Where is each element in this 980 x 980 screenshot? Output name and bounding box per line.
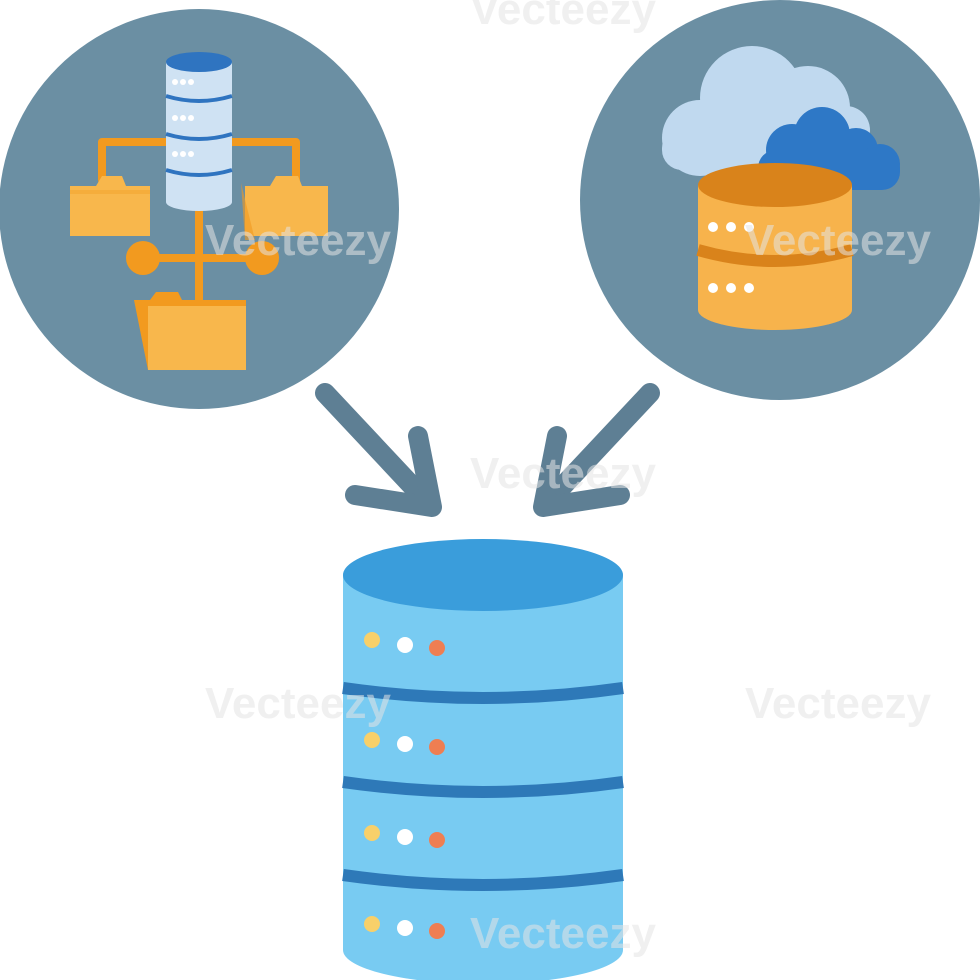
watermark-text: Vecteezy: [745, 679, 931, 728]
watermark-text: Vecteezy: [470, 0, 656, 34]
orange-database-icon: [696, 163, 854, 330]
watermark-text: Vecteezy: [470, 449, 656, 498]
watermark-text: Vecteezy: [470, 909, 656, 958]
arrow-down-left-icon: [533, 383, 660, 517]
watermark-text: Vecteezy: [745, 216, 931, 265]
small-database-icon: [165, 52, 233, 211]
folder-icon: [70, 176, 150, 236]
watermark: Vecteezy Vecteezy Vecteezy Vecteezy Vect…: [205, 0, 931, 958]
folder-icon: [241, 176, 328, 240]
file-hierarchy-database-icon: [0, 9, 399, 409]
watermark-text: Vecteezy: [205, 679, 391, 728]
server-status-leds: [364, 632, 445, 939]
arrow-down-right-icon: [315, 383, 442, 517]
cloud-database-icon: [580, 0, 980, 400]
folder-icon: [134, 292, 246, 370]
watermark-text: Vecteezy: [205, 216, 391, 265]
server-database-icon: [342, 539, 624, 980]
